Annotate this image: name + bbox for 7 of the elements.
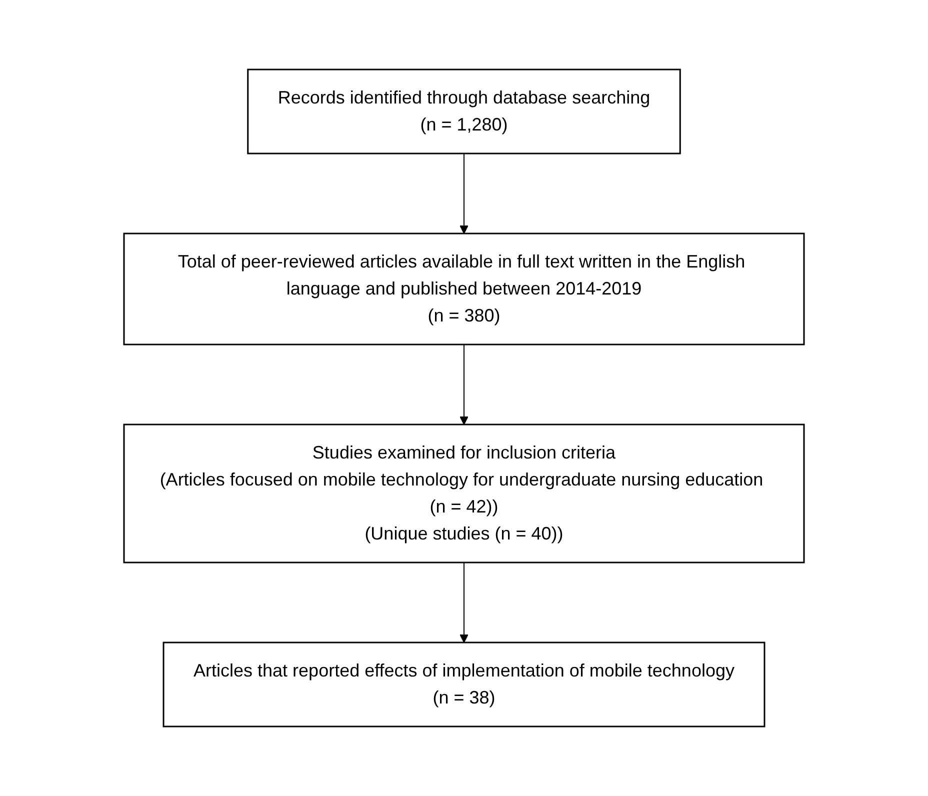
node-box: Studies examined for inclusion criteria (Articles focused on mobile technology for undergraduate nursing education (n = 42)) (Unique studies (n = 40))	[123, 424, 805, 564]
arrow	[460, 344, 468, 425]
arrow	[460, 153, 468, 234]
node-box: Articles that reported effects of implementation of mobile technology (n = 38)	[162, 642, 766, 728]
node-box: Total of peer-reviewed articles available in full text written in the English language and published between 2014-2019 (n = 380)	[123, 232, 805, 346]
arrow	[460, 562, 468, 643]
node-box: Records identified through database searching (n = 1,280)	[247, 68, 681, 154]
